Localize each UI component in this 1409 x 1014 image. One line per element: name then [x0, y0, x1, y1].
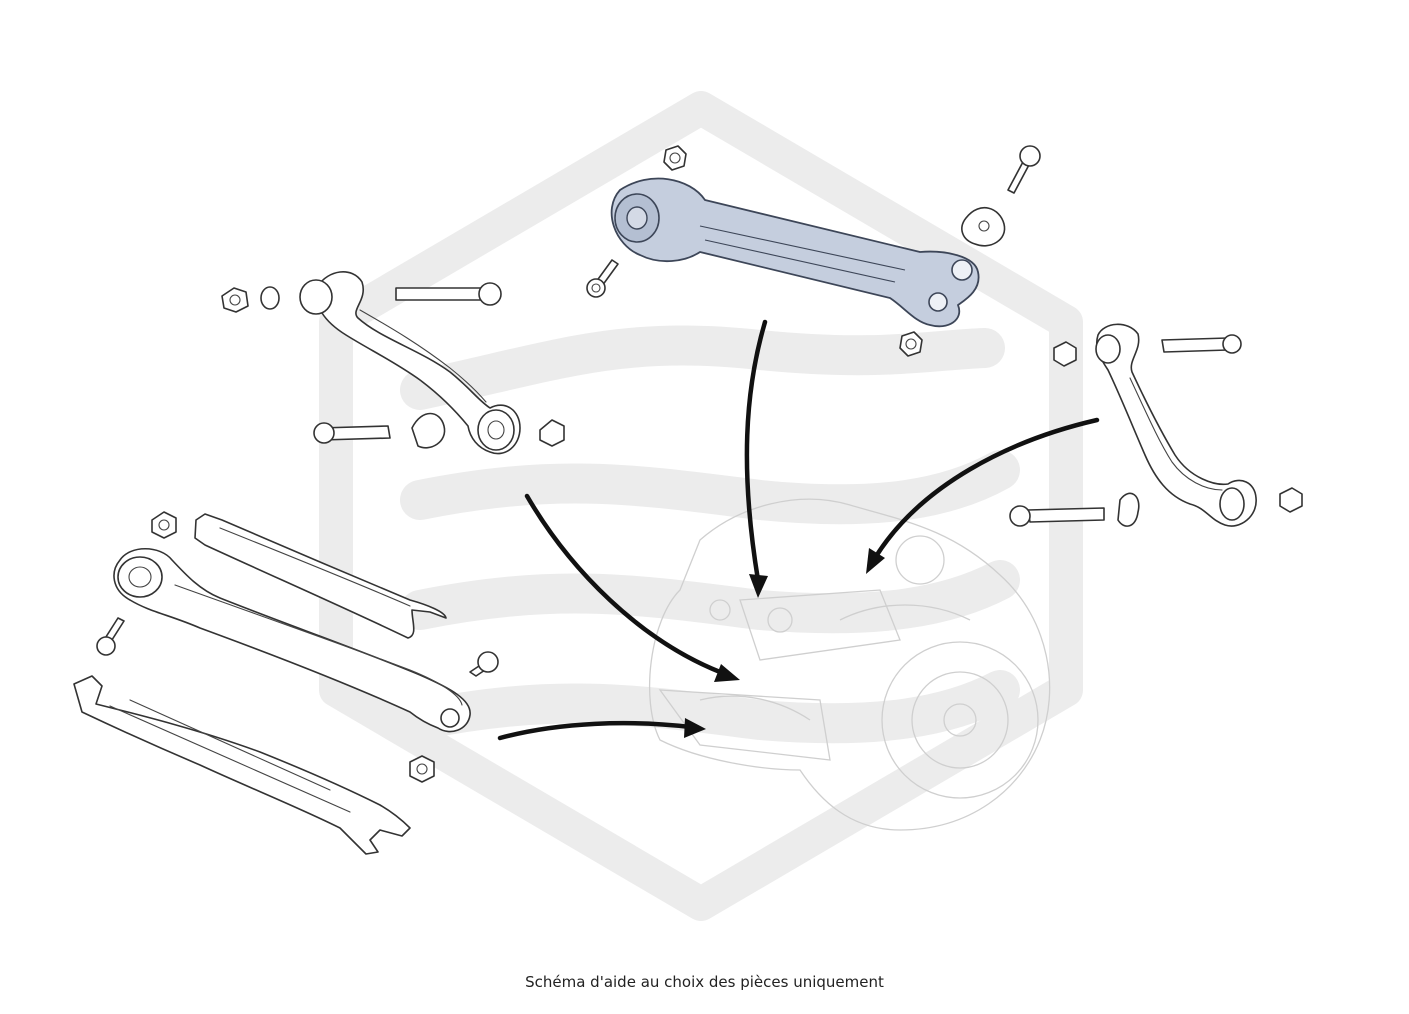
- left-arm-hardware[interactable]: [221, 282, 565, 449]
- arrow-from-upper-arm: [744, 319, 768, 598]
- bolt-top-right[interactable]: [1007, 145, 1041, 194]
- arrow-from-right-arm: [866, 417, 1100, 574]
- diagram-caption: Schéma d'aide au choix des pièces unique…: [525, 973, 884, 991]
- right-arm-hardware[interactable]: [1009, 334, 1303, 527]
- lower-arm-hardware[interactable]: [96, 511, 499, 783]
- wheel-carrier-hub[interactable]: [649, 498, 1051, 831]
- lower-trailing-arm[interactable]: [113, 548, 471, 733]
- lower-arm-cover-plate[interactable]: [194, 513, 447, 639]
- arrow-from-left-arm: [524, 493, 740, 682]
- bolt-top-center[interactable]: [586, 259, 619, 298]
- arrow-from-lower-arm: [497, 718, 706, 741]
- nut-center-right[interactable]: [899, 331, 923, 357]
- left-curved-camber-arm[interactable]: [299, 271, 521, 455]
- eccentric-washer-top-right[interactable]: [961, 206, 1006, 247]
- upper-rear-control-arm[interactable]: [610, 177, 980, 328]
- right-curved-camber-arm[interactable]: [1095, 323, 1257, 527]
- lower-arm-splash-shield[interactable]: [73, 675, 411, 855]
- nut-top-center[interactable]: [663, 145, 687, 171]
